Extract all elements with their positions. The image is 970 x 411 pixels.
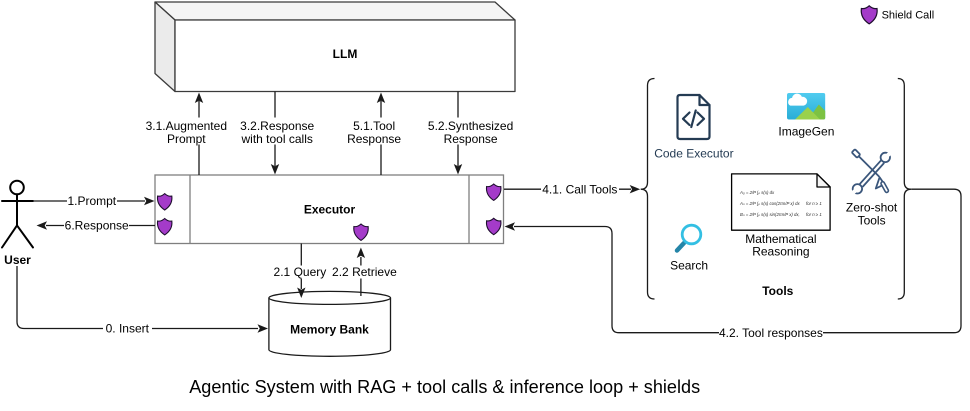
svg-text:with tool calls: with tool calls: [241, 132, 313, 146]
svg-text:Agentic System with RAG + tool: Agentic System with RAG + tool calls & i…: [189, 377, 700, 397]
svg-text:6.Response: 6.Response: [65, 219, 129, 233]
svg-text:Tools: Tools: [858, 213, 886, 227]
svg-text:LLM: LLM: [333, 47, 358, 61]
svg-text:Code Executor: Code Executor: [654, 147, 733, 161]
svg-text:Aₙ = 2/P ∫ₚ s(x) cos(2πn/P x): Aₙ = 2/P ∫ₚ s(x) cos(2πn/P x) dx: [739, 201, 801, 206]
svg-text:Search: Search: [670, 258, 708, 272]
svg-text:for n ≥ 1: for n ≥ 1: [806, 212, 822, 217]
svg-text:3.2.Response: 3.2.Response: [240, 119, 314, 133]
svg-text:1.Prompt: 1.Prompt: [67, 194, 116, 208]
svg-text:Response: Response: [347, 132, 401, 146]
svg-text:Reasoning: Reasoning: [752, 245, 809, 259]
svg-text:3.1.Augmented: 3.1.Augmented: [146, 119, 227, 133]
svg-text:2.1 Query: 2.1 Query: [274, 265, 327, 279]
svg-text:ImageGen: ImageGen: [778, 124, 834, 138]
svg-text:4.2. Tool responses: 4.2. Tool responses: [719, 326, 823, 340]
svg-text:Tools: Tools: [762, 284, 793, 298]
svg-text:4.1. Call Tools: 4.1. Call Tools: [542, 182, 617, 196]
svg-text:Executor: Executor: [304, 202, 356, 216]
svg-text:Zero-shot: Zero-shot: [846, 200, 898, 214]
svg-text:0. Insert: 0. Insert: [106, 322, 150, 336]
svg-text:Bₙ = 2/P ∫ₚ s(x) sin(2πn/P x): Bₙ = 2/P ∫ₚ s(x) sin(2πn/P x) dx,: [740, 212, 800, 217]
svg-text:5.2.Synthesized: 5.2.Synthesized: [428, 119, 513, 133]
svg-text:User: User: [4, 253, 31, 267]
svg-text:5.1.Tool: 5.1.Tool: [353, 119, 395, 133]
svg-text:Mathematical: Mathematical: [745, 232, 816, 246]
svg-text:Prompt: Prompt: [167, 132, 206, 146]
svg-text:Memory Bank: Memory Bank: [290, 323, 369, 337]
svg-text:A₀ = 2/P ∫ₚ s(x) dx: A₀ = 2/P ∫ₚ s(x) dx: [739, 190, 775, 195]
svg-text:Response: Response: [444, 132, 498, 146]
svg-text:2.2 Retrieve: 2.2 Retrieve: [332, 265, 397, 279]
svg-text:for n ≥ 1: for n ≥ 1: [806, 201, 822, 206]
svg-text:Shield Call: Shield Call: [882, 10, 935, 22]
